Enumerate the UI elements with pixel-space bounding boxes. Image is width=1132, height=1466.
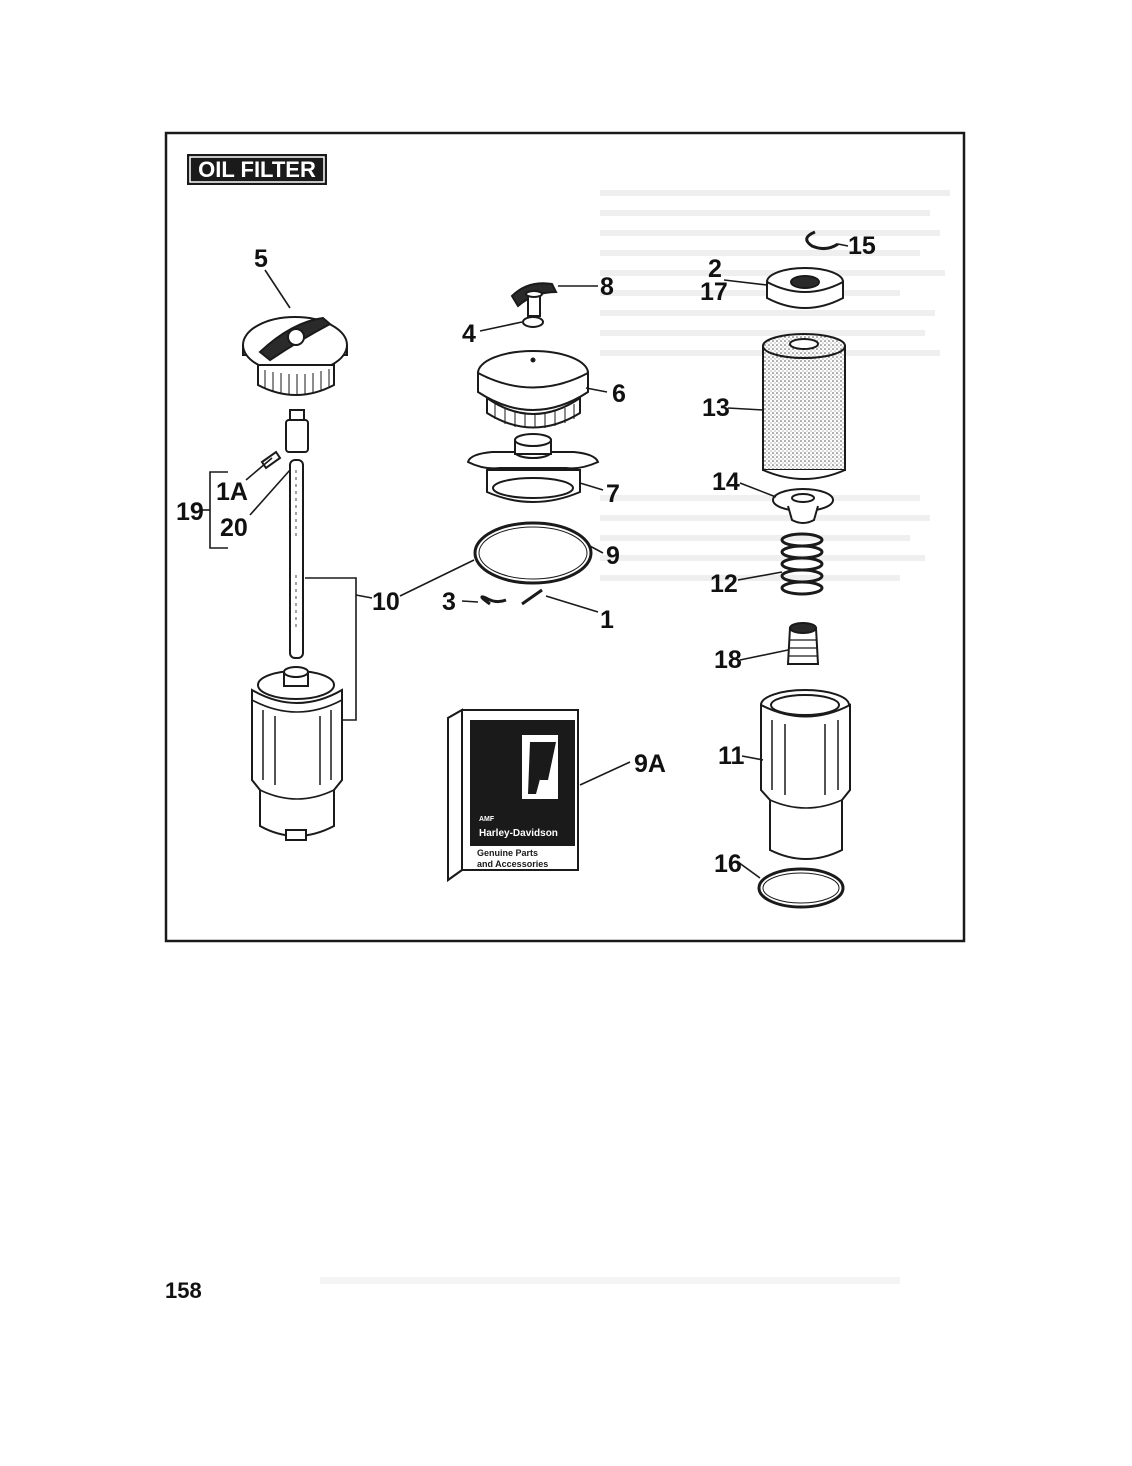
- callout-7: 7: [606, 480, 620, 508]
- part-1-pin: [521, 588, 543, 606]
- bracket-10: [305, 577, 357, 721]
- bleed-through-text: [320, 190, 950, 1284]
- callout-18: 18: [714, 646, 742, 674]
- callout-11: 11: [718, 742, 745, 770]
- part-4-washer: [522, 316, 544, 328]
- callout-20: 20: [220, 514, 248, 542]
- callout-10: 10: [372, 588, 400, 616]
- part-9-o-ring: [473, 521, 593, 585]
- callout-14: 14: [712, 468, 740, 496]
- callout-5: 5: [254, 245, 268, 273]
- package-brand-small: AMF: [479, 816, 495, 823]
- callout-1A: 1A: [216, 478, 248, 506]
- section-title: OIL FILTER: [198, 157, 316, 182]
- callout-16: 16: [714, 850, 742, 878]
- package-line-2: and Accessories: [477, 859, 548, 869]
- callout-6: 6: [612, 380, 626, 408]
- callout-15: 15: [848, 232, 876, 260]
- callout-3: 3: [442, 588, 456, 616]
- part-7-adapter: [466, 433, 600, 503]
- part-3-clip: [480, 595, 507, 606]
- part-11-housing: [760, 689, 851, 860]
- part-14-spring-seat: [772, 488, 834, 524]
- callout-1: 1: [600, 606, 614, 634]
- callout-19: 19: [176, 498, 204, 526]
- part-1A-pin: [260, 450, 282, 470]
- part-5-filler-cap: [242, 316, 348, 396]
- callout-4: 4: [462, 320, 476, 348]
- part-9A-package: AMF Harley-Davidson Genuine Parts and Ac…: [447, 708, 579, 882]
- part-16-o-ring: [757, 867, 845, 909]
- diagram-frame: [164, 131, 966, 943]
- callout-9A: 9A: [634, 750, 666, 778]
- callout-12: 12: [710, 570, 738, 598]
- callout-8: 8: [600, 273, 614, 301]
- part-15-ring: [805, 230, 839, 251]
- leader-10: [355, 594, 373, 599]
- part-12-spring: [780, 532, 824, 596]
- part-18-bypass-valve: [786, 622, 820, 665]
- leader-lines: [245, 243, 849, 879]
- part-8-wing-nut: [510, 282, 558, 317]
- part-2-17-seal-cap: [766, 267, 844, 309]
- callout-9: 9: [606, 542, 620, 570]
- page-number: 158: [165, 1278, 202, 1303]
- part-6-cover: [477, 350, 589, 429]
- part-10-filter-canister: [251, 666, 343, 841]
- section-title-box: OIL FILTER: [187, 154, 327, 185]
- package-brand: Harley-Davidson: [479, 828, 558, 839]
- part-20-fitting: [285, 409, 309, 453]
- callout-13: 13: [702, 394, 730, 422]
- part-13-filter-element: [762, 333, 846, 480]
- package-line-1: Genuine Parts: [477, 848, 538, 858]
- part-10-rod: [289, 459, 304, 659]
- callout-17: 17: [700, 278, 728, 306]
- callout-2: 2: [708, 255, 722, 283]
- callout-labels: 5 8 4 6 7 9 10 3 1 1A 19 20 9A 15 2 17 1…: [176, 232, 876, 878]
